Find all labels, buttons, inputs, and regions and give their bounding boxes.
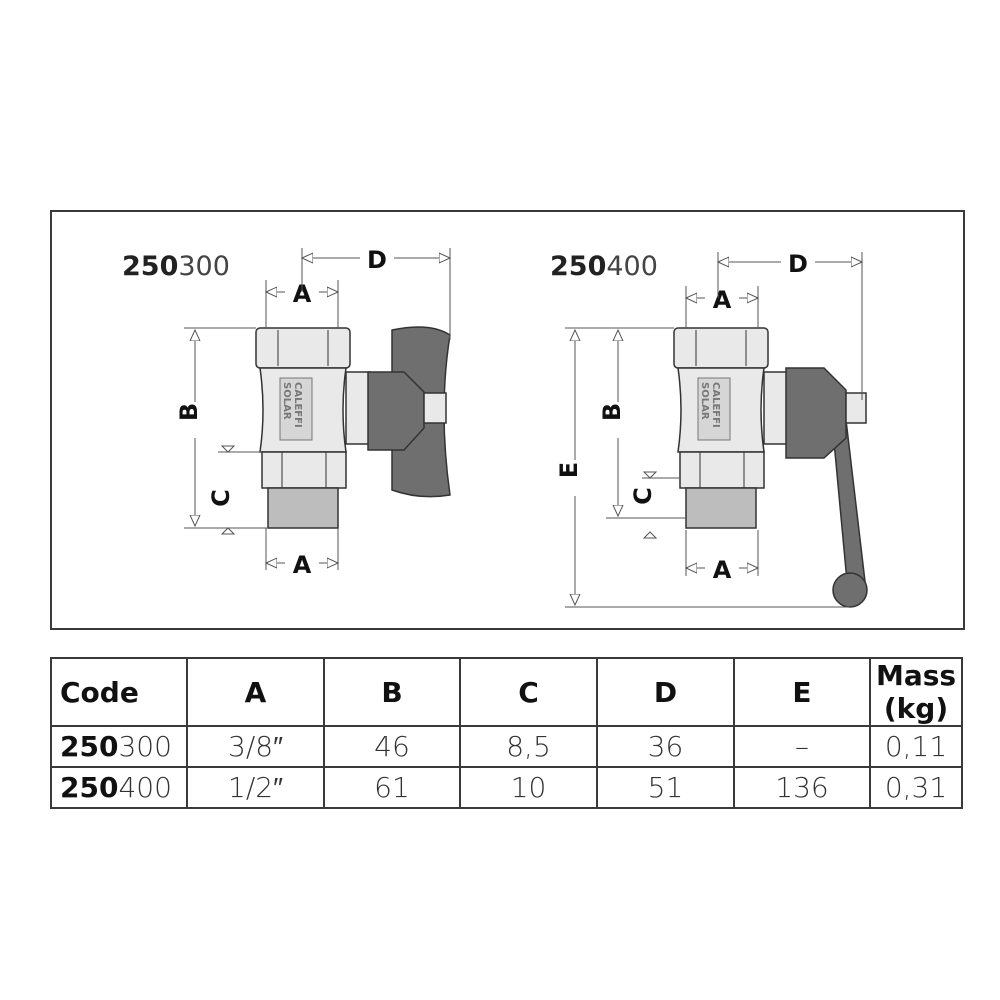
header-mass: Mass (kg) — [869, 657, 963, 727]
dim-label-b: B — [175, 403, 203, 421]
dimensions-table: Code A B C D E Mass (kg) 250300 3/8″ 46 … — [50, 657, 963, 809]
cell-c: 10 — [459, 766, 598, 809]
brand-text: SOLAR — [281, 382, 292, 420]
drawing-code-250300: 250300 — [122, 251, 230, 282]
cell-a: 1/2″ — [186, 766, 325, 809]
cell-b: 46 — [323, 725, 461, 768]
header-c: C — [459, 657, 598, 727]
handle-hub — [785, 367, 847, 459]
drawing-code-250400: 250400 — [550, 251, 658, 282]
header-b: B — [323, 657, 461, 727]
cell-d: 51 — [596, 766, 735, 809]
drawing-frame — [50, 210, 965, 630]
cell-mass: 0,11 — [869, 725, 963, 768]
header-d: D — [596, 657, 735, 727]
dim-label-a: A — [293, 280, 312, 308]
cell-c: 8,5 — [459, 725, 598, 768]
brand-text: CALEFFI — [292, 382, 303, 428]
dim-label-b: B — [598, 403, 626, 421]
row-code: 250300 — [50, 725, 188, 768]
valve-body — [255, 327, 371, 529]
handle-nut — [423, 392, 447, 424]
table-row: 250300 3/8″ 46 8,5 36 – 0,11 — [50, 725, 963, 768]
valve-body — [673, 327, 789, 529]
cell-e: 136 — [733, 766, 871, 809]
table-row: 250400 1/2″ 61 10 51 136 0,31 — [50, 766, 963, 809]
dim-label-d: D — [788, 250, 808, 278]
handle-hub — [367, 371, 425, 451]
header-e: E — [733, 657, 871, 727]
cell-b: 61 — [323, 766, 461, 809]
dim-label-d: D — [367, 246, 387, 274]
header-code: Code — [50, 657, 188, 727]
row-code: 250400 — [50, 766, 188, 809]
table-header-row: Code A B C D E Mass (kg) — [50, 657, 963, 727]
dim-label-a: A — [713, 286, 732, 314]
handle-nut — [845, 392, 867, 424]
dim-label-a: A — [713, 556, 732, 584]
cell-e: – — [733, 725, 871, 768]
dim-label-c: C — [629, 487, 657, 505]
valve-250300-drawing: 250300 CALEFFI SOLAR A D B C A — [122, 244, 450, 579]
dim-label-e: E — [555, 462, 583, 478]
brand-text: SOLAR — [699, 382, 710, 420]
cell-a: 3/8″ — [186, 725, 325, 768]
dim-label-a: A — [293, 551, 312, 579]
cell-d: 36 — [596, 725, 735, 768]
dim-label-c: C — [207, 489, 235, 507]
valve-250400-drawing: 250400 CALEFFI SOLAR A D E B C A — [550, 248, 868, 608]
brand-text: CALEFFI — [710, 382, 721, 428]
cell-mass: 0,31 — [869, 766, 963, 809]
header-a: A — [186, 657, 325, 727]
technical-drawings: 250300 CALEFFI SOLAR A D B C A 250400 — [122, 244, 868, 608]
lever-ball — [832, 572, 868, 608]
